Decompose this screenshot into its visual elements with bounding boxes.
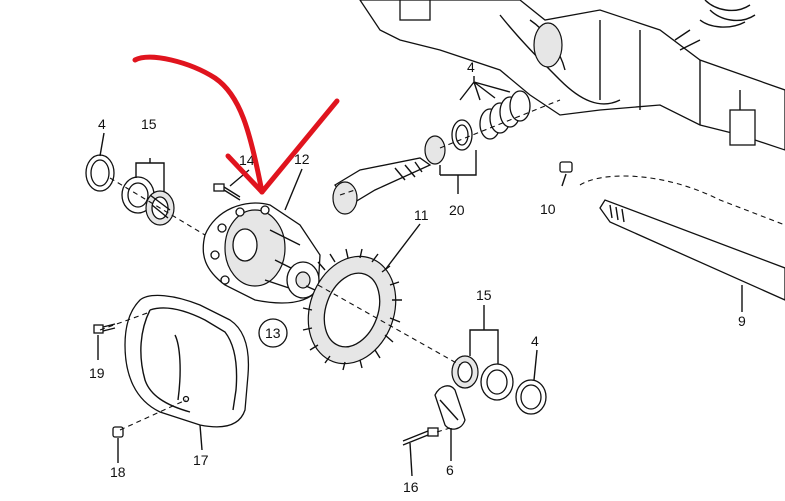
bearing-15-right: [451, 355, 514, 401]
leader-lines: [97, 76, 743, 477]
seal-4-right: [515, 379, 547, 415]
callout-4-top: 4: [467, 59, 475, 75]
cover-17: [124, 294, 250, 428]
pinion-bearing-20: [424, 119, 473, 165]
plug-18: [112, 426, 124, 438]
callout-20: 20: [449, 202, 465, 218]
bearing-cap-6: [434, 385, 466, 430]
axle-shaft-9: [579, 175, 785, 301]
shims-4-top: [479, 90, 531, 140]
axle-housing: [359, 0, 785, 151]
callout-14: 14: [239, 152, 255, 168]
callout-10: 10: [540, 201, 556, 217]
pinion-gear: [332, 157, 432, 215]
callout-17: 17: [193, 452, 209, 468]
seal-4-left: [85, 154, 115, 192]
callout-12: 12: [294, 151, 310, 167]
callout-19: 19: [89, 365, 105, 381]
callout-6: 6: [446, 462, 454, 478]
callout-11: 11: [414, 207, 429, 223]
callout-16: 16: [403, 479, 419, 495]
assembly-center-lines: [99, 99, 561, 433]
bolt-16: [402, 427, 439, 446]
callout-13-circle: [258, 318, 288, 348]
callout-18: 18: [110, 464, 126, 480]
bearing-15-left: [121, 176, 175, 226]
ring-gear-11: [302, 248, 402, 371]
red-arrow-annotation: [132, 54, 340, 195]
callout-13: 13: [265, 325, 281, 341]
callout-15: 15: [141, 116, 157, 132]
callout-9: 9: [738, 313, 746, 329]
nut-10: [559, 161, 573, 173]
callout-4: 4: [98, 116, 106, 132]
callout-labels: 4 15 14 12 4 20 11 10 13 15 4 9 19 17 18…: [89, 59, 746, 495]
bolt-14: [213, 183, 241, 201]
callout-15-right: 15: [476, 287, 492, 303]
differential-case-12: [202, 202, 321, 304]
callout-4-right: 4: [531, 333, 539, 349]
